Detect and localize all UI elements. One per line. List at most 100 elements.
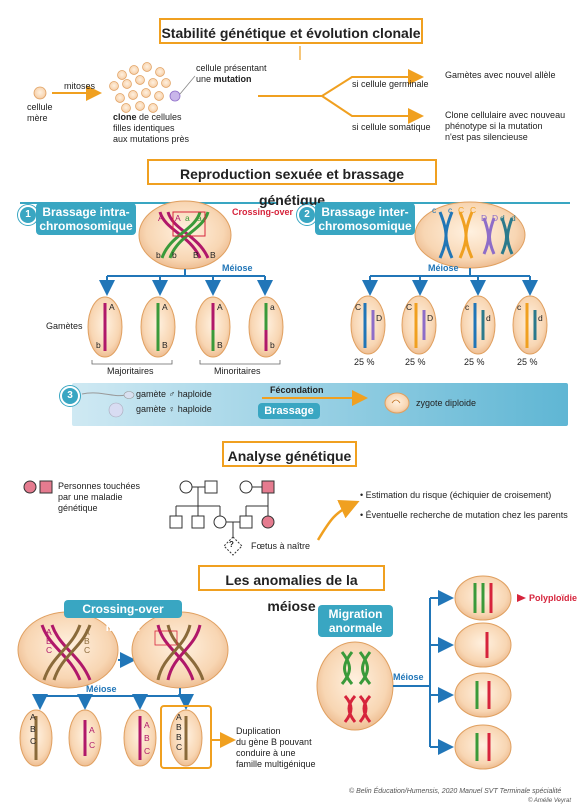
meiose-label-migration: Méiose [393, 672, 424, 682]
allele-letter: C [355, 302, 362, 312]
allele-letter: B [162, 340, 168, 350]
anomalies-section [17, 575, 526, 770]
mother-cell [33, 86, 47, 100]
allele-letter: d [500, 213, 505, 223]
section-title-reproduction: Reproduction sexuée et brassage génétiqu… [147, 159, 437, 208]
allele-letter: C [144, 746, 151, 756]
percent-label: 25 % [464, 357, 485, 367]
allele-letter: d [511, 213, 516, 223]
allele-letter: b [96, 340, 101, 350]
clone-cells [109, 62, 171, 113]
clone-label: clone de cellules filles identiques aux … [113, 112, 190, 144]
allele-letter: A [158, 213, 164, 223]
mother-cell-label: cellule mère [27, 102, 53, 123]
allele-letter: c [517, 302, 522, 312]
somatic-arrow [321, 95, 424, 124]
foetus-label: Fœtus à naître [251, 541, 311, 551]
allele-letter: C [406, 302, 413, 312]
allele-letter: D [481, 213, 488, 223]
migration-title: Migration anormale [318, 605, 393, 637]
allele-letter: C [176, 742, 183, 752]
allele-letter: a [185, 213, 190, 223]
allele-letter: C [30, 736, 37, 746]
percent-label: 25 % [405, 357, 426, 367]
allele-letter: A [84, 627, 90, 637]
intra-title: Brassage intra- chromosomique [36, 203, 136, 235]
fecondation-band [72, 383, 568, 426]
allele-letter: D [427, 313, 434, 323]
allele-letter: B [176, 732, 182, 742]
allele-letter: B [30, 724, 36, 734]
percent-label: 25 % [517, 357, 538, 367]
majoritaires-label: Majoritaires [107, 366, 154, 376]
allele-letter: b [156, 250, 161, 260]
duplication-label: Duplication du gène B pouvant conduire à… [236, 726, 316, 769]
allele-letter: c [448, 205, 453, 215]
meiose-tree-inter [362, 268, 538, 296]
fecondation-label: Fécondation [270, 385, 324, 395]
credit-line: © Belin Éducation/Humensis, 2020 Manuel … [349, 788, 562, 795]
allele-letter: b [270, 340, 275, 350]
intra-cell [138, 200, 232, 270]
crossing-inegal-title: Crossing-over inégal [64, 600, 182, 634]
allele-letter: B [84, 636, 90, 646]
percent-label: 25 % [354, 357, 375, 367]
meiose-label-inter: Méiose [428, 263, 459, 273]
allele-letter: A [176, 712, 182, 722]
allele-letter: C [470, 205, 477, 215]
allele-letter: B [144, 733, 150, 743]
allele-letter: c [432, 205, 437, 215]
allele-letter: d [486, 313, 491, 323]
crossing-over-label: Crossing-over [232, 207, 294, 217]
allele-letter: A [144, 720, 150, 730]
allele-letter: C [46, 645, 53, 655]
allele-letter: D [376, 313, 383, 323]
allele-letter: b [172, 250, 177, 260]
inter-chromosomes [438, 211, 514, 259]
minoritaires-label: Minoritaires [214, 366, 261, 376]
allele-letter: A [109, 302, 115, 312]
mitoses-label: mitoses [64, 81, 96, 91]
foetus-question: ? [229, 540, 234, 549]
brassage-pill: Brassage [258, 403, 320, 419]
bullet-mutation: • Éventuelle recherche de mutation chez … [360, 510, 568, 520]
step-number-1: 1 [18, 205, 38, 225]
mutant-cell [169, 90, 181, 102]
meiose-tree-intra [99, 269, 273, 296]
meiose-label-crossing: Méiose [86, 684, 117, 694]
polyploidie-label: Polyploïdie [529, 593, 578, 603]
allele-letter: A [217, 302, 223, 312]
allele-letter: C [458, 205, 465, 215]
allele-letter: C [84, 645, 91, 655]
section-title-anomalies: Les anomalies de la méiose [198, 565, 385, 614]
allele-letter: A [162, 302, 168, 312]
allele-letter: B [46, 636, 52, 646]
allele-letter: a [270, 302, 275, 312]
gamete-female-label: gamète ♀ haploide [136, 404, 212, 414]
brassage-section [20, 200, 570, 426]
gametes-label: Gamètes [46, 321, 83, 331]
clone-phenotype-label: Clone cellulaire avec nouveau phénotype … [445, 110, 566, 142]
allele-letter: c [465, 302, 470, 312]
step-number-2: 2 [297, 205, 317, 225]
gametes-inter [350, 295, 548, 355]
allele-letter: D [492, 213, 499, 223]
legend-affected: Personnes touchées par une maladie génét… [58, 481, 141, 513]
inter-title: Brassage inter- chromosomique [315, 203, 415, 235]
mutation-label: cellule présentant une mutation [196, 63, 267, 84]
gamete-male-label: gamète ♂ haploide [136, 389, 212, 399]
bullet-risk: • Estimation du risque (échiquier de cro… [360, 490, 552, 500]
allele-letter: A [46, 627, 52, 637]
somatic-label: si cellule somatique [352, 122, 431, 132]
meiose-label-intra: Méiose [222, 263, 253, 273]
allele-letter: A [175, 213, 181, 223]
intra-chromosomes [158, 211, 210, 259]
pedigree [23, 480, 275, 556]
clonal-section [33, 46, 424, 124]
gametes-allele-label: Gamètes avec nouvel allèle [445, 70, 556, 80]
gametes-intra [87, 296, 284, 358]
zygote-label: zygote diploide [416, 398, 477, 408]
credit-author: © Amélie Veyrat [528, 798, 571, 804]
section-title-analyse: Analyse génétique [222, 441, 357, 467]
